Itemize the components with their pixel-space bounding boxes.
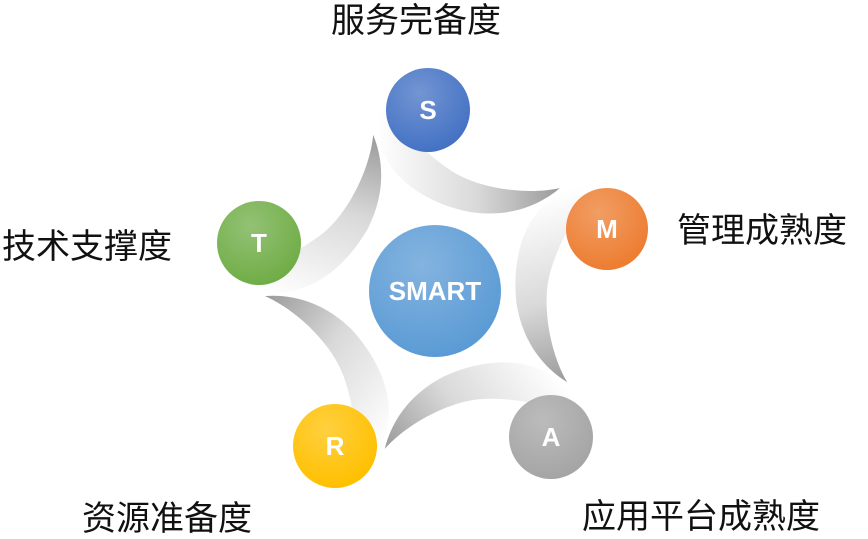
node-r: R <box>293 404 377 488</box>
connector-arc-m-a <box>515 185 584 383</box>
node-letter-a: A <box>542 422 561 452</box>
node-a: A <box>509 395 593 479</box>
node-m: M <box>566 188 648 270</box>
connector-arc-s-m <box>376 112 560 214</box>
label-resource-readiness: 资源准备度 <box>82 499 252 539</box>
label-service-completeness: 服务完备度 <box>331 1 501 41</box>
node-letter-s: S <box>419 95 436 125</box>
node-letter-t: T <box>251 228 267 258</box>
label-platform-maturity: 应用平台成熟度 <box>582 497 820 537</box>
node-letter-r: R <box>326 431 345 461</box>
connector-arc-a-r <box>384 362 577 449</box>
label-technical-support: 技术支撑度 <box>2 227 172 267</box>
center-node: SMART <box>369 225 501 357</box>
connector-arc-t-s <box>244 134 382 293</box>
node-s: S <box>386 68 470 152</box>
node-letter-m: M <box>596 214 618 244</box>
node-t: T <box>217 201 301 285</box>
label-management-maturity: 管理成熟度 <box>677 211 847 251</box>
center-label: SMART <box>389 276 482 306</box>
